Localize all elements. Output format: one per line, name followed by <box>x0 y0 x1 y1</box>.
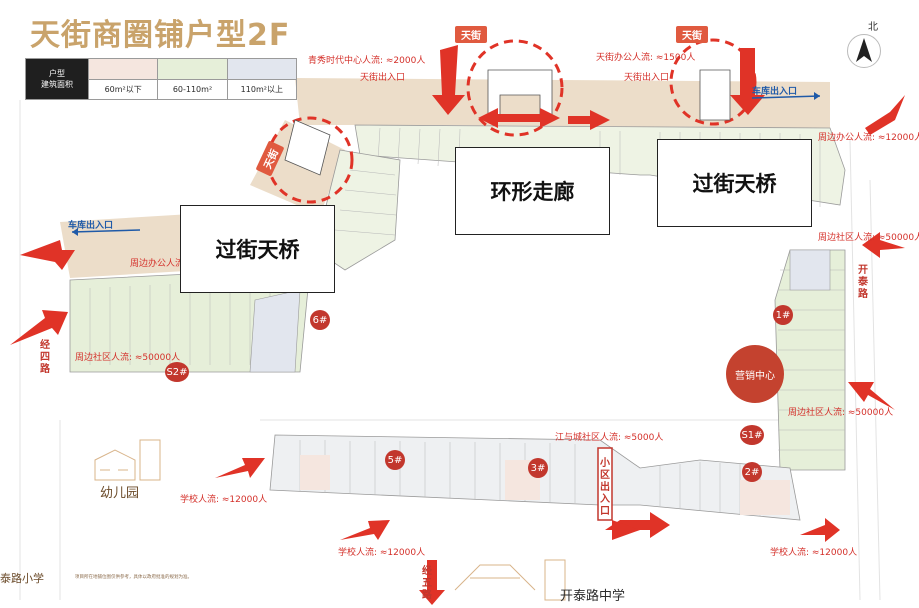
road-label-kaitai: 开泰路 <box>858 265 868 300</box>
building-badge: 1# <box>773 305 793 325</box>
garage-entrance-label: 车库出入口 <box>68 221 114 231</box>
legend-item: 60m²以下 <box>88 59 158 99</box>
callout-corridor: 环形走廊 <box>455 147 610 235</box>
flow-arrow <box>568 110 610 130</box>
flow-arrow <box>800 518 840 542</box>
building-badge: 3# <box>528 458 548 478</box>
compass-ring <box>847 34 881 68</box>
school-illustration <box>454 559 566 601</box>
bridge-circle-left <box>266 116 354 204</box>
sales-center-marker: 营销中心 <box>726 345 784 403</box>
flow-label-left-office: 周边办公人流: ≈ <box>130 259 198 269</box>
callout-left-bridge: 过街天桥 <box>180 205 335 293</box>
flow-arrow <box>862 232 905 258</box>
flow-arrow <box>478 108 520 128</box>
road-label-community-exit: 小区出入口 <box>600 458 610 517</box>
flow-label-right-community: 周边社区人流: ≈50000人 <box>818 233 919 243</box>
flow-arrow <box>419 560 445 605</box>
flow-label-tianjie-entrance: 天街出入口 <box>624 73 670 83</box>
flow-arrow <box>432 45 465 115</box>
disclaimer-note: 项目所在地铺位图仅供参考，具体以政府批准的规划为准。 <box>75 575 192 580</box>
flow-arrow <box>10 310 68 345</box>
flow-arrow <box>340 520 390 540</box>
flow-label-school: 学校人流: ≈12000人 <box>338 548 426 558</box>
legend-label: 110m²以上 <box>240 85 283 94</box>
flow-label-tianjie-office: 天街办公人流: ≈1500人 <box>596 53 696 63</box>
road-label-jingwu: 经五路 <box>422 566 432 601</box>
middle-school-label: 开泰路中学 <box>560 589 626 604</box>
primary-school-label: 泰路小学 <box>0 572 44 585</box>
road-tag-tianjie: 天街 <box>455 26 487 43</box>
legend-item: 60-110m² <box>157 59 227 99</box>
building-badge: 5# <box>385 450 405 470</box>
flow-label-right-office: 周边办公人流: ≈12000人 <box>818 133 919 143</box>
flow-label-school: 学校人流: ≈12000人 <box>180 495 268 505</box>
bridge-circle-middle <box>466 39 564 137</box>
flow-label-qingxiu: 青秀时代中心人流: ≈2000人 <box>308 56 426 66</box>
legend-swatch <box>89 59 158 80</box>
flow-arrow <box>605 512 670 538</box>
legend-swatch <box>227 59 296 80</box>
north-label: 北 <box>868 22 878 33</box>
legend-label: 60m²以下 <box>104 85 142 94</box>
legend-header-area: 建筑面积 <box>41 80 73 89</box>
legend-swatch <box>158 59 227 80</box>
flow-label-school: 学校人流: ≈12000人 <box>770 548 858 558</box>
legend-header-type: 户型 <box>49 69 65 78</box>
flow-arrow <box>215 458 265 478</box>
flow-arrow <box>612 520 640 540</box>
flow-label-jiangyu: 江与城社区人流: ≈5000人 <box>555 433 664 443</box>
flow-label-right-community: 周边社区人流: ≈50000人 <box>788 408 894 418</box>
road-label-jingsi: 经四路 <box>40 340 50 375</box>
legend-label: 60-110m² <box>172 85 213 94</box>
legend-item: 110m²以上 <box>226 59 296 99</box>
flow-arrow <box>865 95 905 135</box>
flow-label-left-community: 周边社区人流: ≈50000人 <box>75 353 181 363</box>
road-tag-tianjie: 天街 <box>676 26 708 43</box>
kindergarten-illustration <box>94 439 161 481</box>
page-title: 天街商圈铺户型2F <box>30 18 291 53</box>
legend-header: 户型 建筑面积 <box>26 59 88 99</box>
garage-entrance-label: 车库出入口 <box>752 87 798 97</box>
flow-arrow <box>848 382 895 410</box>
flow-arrow <box>20 240 75 270</box>
building-badge: S2# <box>165 362 189 382</box>
right-building-block <box>774 249 846 471</box>
callout-right-bridge: 过街天桥 <box>657 139 812 227</box>
flow-arrow <box>520 108 560 128</box>
flow-label-tianjie-entrance: 天街出入口 <box>360 73 406 83</box>
building-badge: 6# <box>310 310 330 330</box>
kindergarten-label: 幼儿园 <box>100 486 140 501</box>
tianjie-road-band <box>295 78 830 128</box>
building-badge: 2# <box>742 462 762 482</box>
building-badge: S1# <box>740 425 764 445</box>
area-legend: 户型 建筑面积 60m²以下 60-110m² 110m²以上 <box>25 58 297 100</box>
